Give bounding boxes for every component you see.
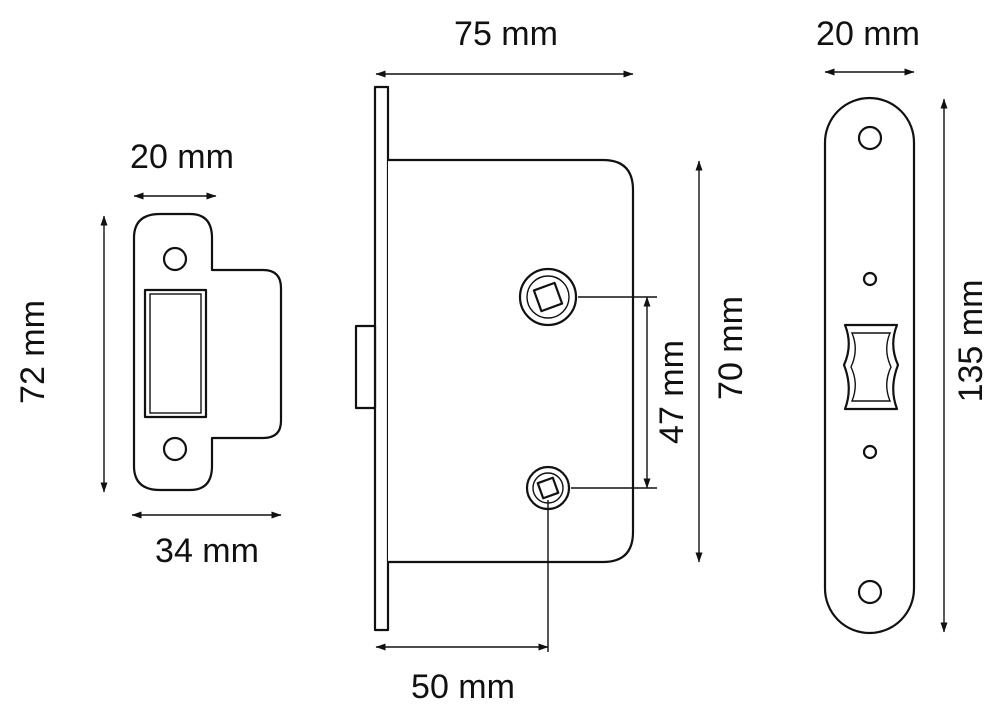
faceplate-top-small-hole [862,271,878,287]
faceplate-latch-opening [842,323,900,411]
strike-top-hole [162,246,188,272]
strike-bottom-hole [162,436,188,462]
strike-width-label: 20 mm [130,138,234,176]
body-height-label: 70 mm [712,296,750,400]
faceplate-bottom-hole [857,579,883,605]
faceplate-latch-opening-inner [850,332,892,402]
spindle-follower-top-inner [526,275,570,319]
latch-bolt [354,324,377,410]
faceplate-top-hole [857,125,883,151]
lock-faceplate-edge [373,85,390,632]
faceplate-bottom-small-hole [862,444,878,460]
spindle-distance-label: 47 mm [653,340,691,444]
strike-latch-opening-inner [149,293,202,414]
strike-latch-opening [143,288,208,419]
spindle-square-bottom [536,476,560,500]
faceplate-height-label: 135 mm [952,280,990,403]
strike-plate-outline [132,212,283,492]
lock-case-outline [388,158,635,564]
backset-label: 50 mm [411,668,515,706]
faceplate-width-label: 20 mm [816,15,920,53]
faceplate: 20 mm 135 mm [816,15,990,635]
strike-height-label: 72 mm [14,300,52,404]
strike-plate: 20 mm 72 mm 34 mm [14,138,283,570]
spindle-square-top [532,281,564,313]
lock-body: 75 mm 47 mm 70 mm 50 mm [354,15,750,706]
strike-length-label: 34 mm [155,532,259,570]
body-depth-label: 75 mm [454,15,558,53]
